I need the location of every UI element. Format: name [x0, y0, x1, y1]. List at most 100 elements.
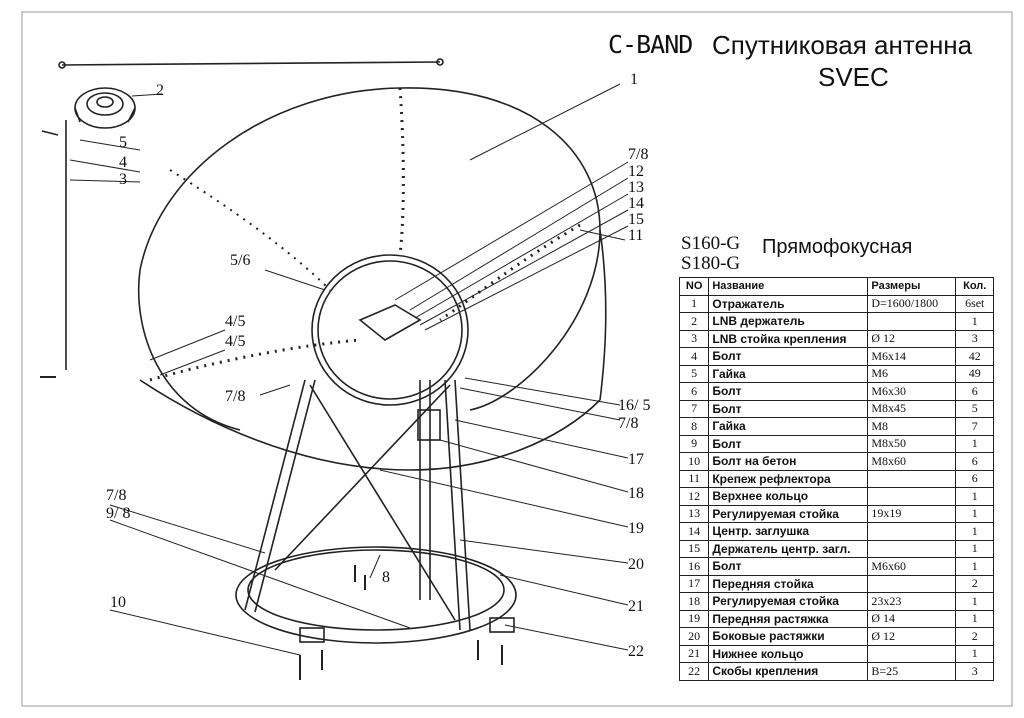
cell-no: 22: [678, 662, 710, 681]
callout-label: 19: [628, 520, 644, 537]
cell-size: [867, 539, 957, 558]
callout-label: 11: [628, 227, 643, 244]
cell-no: 20: [678, 627, 710, 646]
callout-label: 3: [119, 171, 127, 188]
cell-size: [867, 574, 957, 593]
cell-name: Боковые растяжки: [708, 627, 869, 646]
cell-name: Передняя растяжка: [708, 609, 869, 628]
cell-size: M6x60: [867, 557, 957, 576]
callout-label: 10: [110, 594, 126, 611]
callout-label: 9/ 8: [106, 505, 130, 522]
center-plug: [358, 304, 422, 341]
cell-no: 7: [678, 399, 710, 418]
cell-no: 16: [678, 557, 710, 576]
cell-size: M8x50: [867, 434, 957, 453]
cell-qty: 3: [955, 329, 994, 348]
cell-qty: 1: [955, 644, 994, 663]
callout-label: 7/8: [106, 487, 126, 504]
cell-qty: 6: [955, 452, 994, 471]
callout-label: 14: [628, 195, 644, 212]
mounting-bracket: [489, 617, 515, 633]
cell-name: LNB держатель: [708, 312, 869, 331]
cell-size: [867, 522, 957, 541]
callout-label: 5: [119, 134, 127, 151]
cell-name: Держатель центр. загл.: [708, 539, 869, 558]
cell-size: M6x14: [867, 347, 957, 366]
callout-label: 1: [630, 71, 638, 88]
band-label: C-BAND: [608, 30, 693, 59]
callout-label: 20: [628, 556, 644, 573]
callout-label: 8: [382, 569, 390, 586]
cell-qty: 1: [955, 312, 994, 331]
cell-no: 21: [678, 644, 710, 663]
cell-size: 19x19: [867, 504, 957, 523]
cell-qty: 1: [955, 522, 994, 541]
cell-qty: 3: [955, 662, 994, 681]
col-no: NO: [678, 277, 710, 296]
cell-name: LNB стойка крепления: [708, 329, 869, 348]
cell-name: Болт: [708, 434, 869, 453]
lnb-holder: [74, 87, 136, 129]
cell-name: Регулируемая стойка: [708, 504, 869, 523]
cell-qty: 1: [955, 504, 994, 523]
cell-no: 19: [678, 609, 710, 628]
cell-no: 18: [678, 592, 710, 611]
cell-size: M6: [867, 364, 957, 383]
cell-qty: 1: [955, 609, 994, 628]
cell-no: 13: [678, 504, 710, 523]
cell-name: Болт: [708, 557, 869, 576]
callout-label: 7/8: [628, 146, 648, 163]
col-qty: Кол.: [955, 277, 994, 296]
cell-no: 9: [678, 434, 710, 453]
cell-qty: 7: [955, 417, 994, 436]
cell-name: Крепеж рефлектора: [708, 469, 869, 488]
cell-size: D=1600/1800: [867, 294, 957, 313]
rod-end: [58, 61, 66, 69]
cell-name: Скобы крепления: [708, 662, 869, 681]
callout-label: 17: [628, 451, 644, 468]
cell-no: 14: [678, 522, 710, 541]
cell-name: Верхнее кольцо: [708, 487, 869, 506]
col-name: Название: [708, 277, 869, 296]
callout-label: 18: [628, 485, 644, 502]
callout-label: 16/ 5: [618, 397, 650, 414]
cell-no: 17: [678, 574, 710, 593]
cell-qty: 2: [955, 627, 994, 646]
cell-size: [867, 469, 957, 488]
callout-label: 12: [628, 163, 644, 180]
callout-label: 22: [628, 643, 644, 660]
cell-qty: 6set: [955, 294, 994, 313]
leader-lines: [69, 83, 629, 656]
callout-label: 5/6: [230, 252, 250, 269]
cell-size: M8: [867, 417, 957, 436]
cell-qty: 42: [955, 347, 994, 366]
callout-label: 2: [156, 82, 164, 99]
cell-no: 5: [678, 364, 710, 383]
anchor-bolts: [40, 376, 503, 680]
cell-qty: 1: [955, 592, 994, 611]
callout-label: 13: [628, 179, 644, 196]
col-size: Размеры: [867, 277, 957, 296]
cell-no: 8: [678, 417, 710, 436]
front-struts: [244, 379, 471, 631]
cell-no: 4: [678, 347, 710, 366]
cell-qty: 6: [955, 469, 994, 488]
lnb-rod-top: [61, 61, 441, 66]
cell-qty: 1: [955, 434, 994, 453]
